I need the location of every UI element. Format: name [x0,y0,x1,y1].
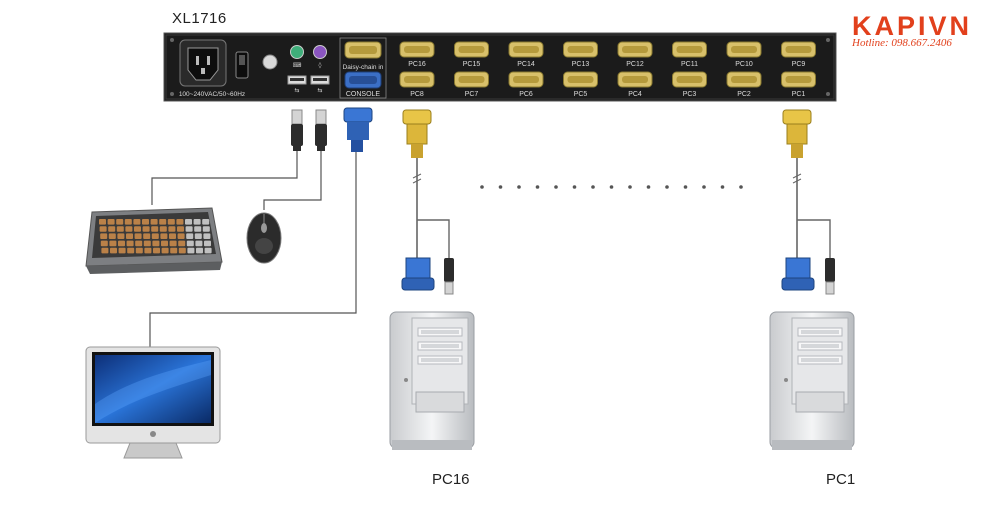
vga-port-pc5: PC5 [563,71,598,98]
power-switch [235,51,249,79]
model-name: XL1716 [172,10,227,27]
vga-port-pc16: PC16 [399,41,435,68]
port-label-pc10: PC10 [735,61,753,68]
power-spec-label: 100~240VAC/50~60Hz [179,91,245,98]
port-label-pc9: PC9 [792,61,806,68]
vga-port-pc12: PC12 [617,41,653,68]
ground-screw [262,54,278,70]
vga-port-pc4: PC4 [617,71,653,98]
pc16-tower [389,311,475,450]
vga-port-pc8: PC8 [399,71,435,98]
ps2-mouse-port [313,45,327,59]
vga-port-pc3: PC3 [672,71,707,98]
vga-port-pc1: PC1 [781,71,816,98]
vga-port-pc2: PC2 [726,71,762,98]
port-label-pc6: PC6 [519,91,533,98]
vga-port-pc10: PC10 [726,41,762,68]
vga-port-pc9: PC9 [781,41,816,68]
port-label-pc11: PC11 [681,61,698,68]
port-label-pc7: PC7 [465,91,479,98]
kvm-panel: ⌨ ◊ ⇆ ⇆ Daisy-chain in CONSOLE 100~240VA… [163,32,837,102]
daisy-chain-label: Daisy-chain in [343,64,384,71]
daisy-chain-port [344,41,382,59]
vga-port-pc14: PC14 [508,41,544,68]
keyboard [85,207,223,274]
port-label-pc3: PC3 [683,91,697,98]
monitor [85,346,221,459]
port-label-pc16: PC16 [408,61,426,68]
pc16-cable-assembly [401,109,454,295]
port-label-pc2: PC2 [737,91,751,98]
usb-plug-keyboard [291,109,303,151]
svg-text:◊: ◊ [319,62,322,69]
console-vga-plug [343,107,373,152]
vga-port-pc13: PC13 [563,41,598,68]
pc1-caption: PC1 [826,471,856,488]
console-vga-port [344,71,382,89]
vga-port-pc15: PC15 [454,41,489,68]
svg-text:⌨: ⌨ [293,62,302,69]
port-label-pc13: PC13 [572,61,590,68]
pc1-cable-assembly [781,109,835,295]
console-label: CONSOLE [346,91,381,98]
vga-port-pc6: PC6 [508,71,544,98]
usb-plug-mouse [315,109,327,151]
port-label-pc8: PC8 [410,91,424,98]
pc16-caption: PC16 [432,471,470,488]
mouse [246,212,282,264]
ellipsis-dots [480,185,743,189]
console-cables [149,150,357,348]
pc1-tower [769,311,855,450]
port-label-pc14: PC14 [517,61,535,68]
brand-logo: KAPIVN [852,11,973,41]
svg-text:⇆: ⇆ [294,87,299,94]
vga-port-pc11: PC11 [672,41,707,68]
port-label-pc12: PC12 [626,61,644,68]
port-label-pc4: PC4 [628,91,642,98]
vga-port-pc7: PC7 [454,71,489,98]
ps2-keyboard-port [290,45,304,59]
port-label-pc1: PC1 [792,91,806,98]
svg-text:⇆: ⇆ [317,87,322,94]
port-label-pc15: PC15 [463,61,481,68]
hotline-text: Hotline: 098.667.2406 [852,37,952,49]
power-inlet [179,39,227,87]
port-label-pc5: PC5 [574,91,588,98]
